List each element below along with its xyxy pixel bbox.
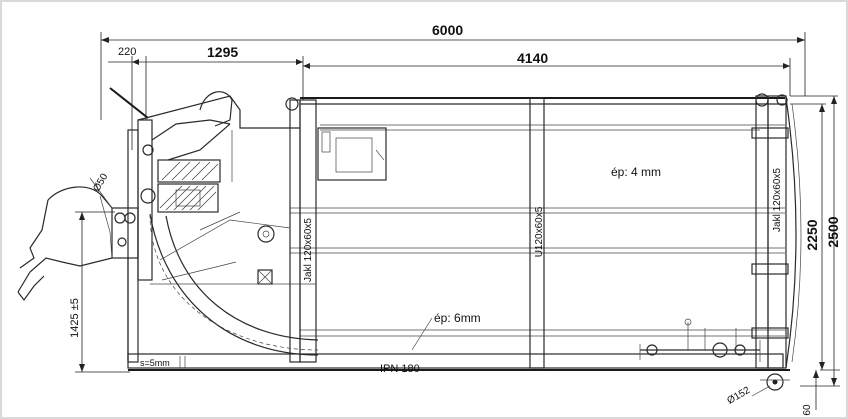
label-base-beam: IPN 180	[380, 363, 420, 375]
rear-mechanism	[639, 318, 761, 362]
label-front-post: Jakl 120x60x5	[303, 218, 314, 282]
dim-body-length: 4140	[517, 50, 548, 66]
left-dimension	[75, 211, 130, 373]
roller-leader	[751, 385, 771, 397]
top-dimensions	[100, 32, 806, 150]
label-wall-thickness: ép: 4 mm	[611, 165, 661, 179]
dim-overall-height: 2500	[825, 216, 841, 247]
floor-thickness-leader	[411, 317, 433, 351]
lifting-hook	[17, 177, 139, 360]
label-center-post: U120x60x5	[534, 206, 545, 257]
dim-front-offset: 220	[118, 46, 136, 58]
label-floor-plate: s=5mm	[140, 358, 170, 368]
container-body	[127, 93, 802, 391]
dim-overall-length: 6000	[432, 22, 463, 38]
dim-pin-height: 1425 ±5	[69, 298, 81, 338]
dim-front-section: 1295	[207, 44, 238, 60]
label-rear-post: Jakl 120x60x5	[772, 168, 783, 232]
control-box	[317, 127, 387, 181]
label-floor-thickness: ép: 6mm	[434, 311, 481, 325]
dim-bottom-gap: 60	[802, 404, 813, 416]
right-dimensions	[790, 95, 840, 410]
dim-body-height: 2250	[804, 219, 820, 250]
compactor-section	[109, 87, 319, 363]
